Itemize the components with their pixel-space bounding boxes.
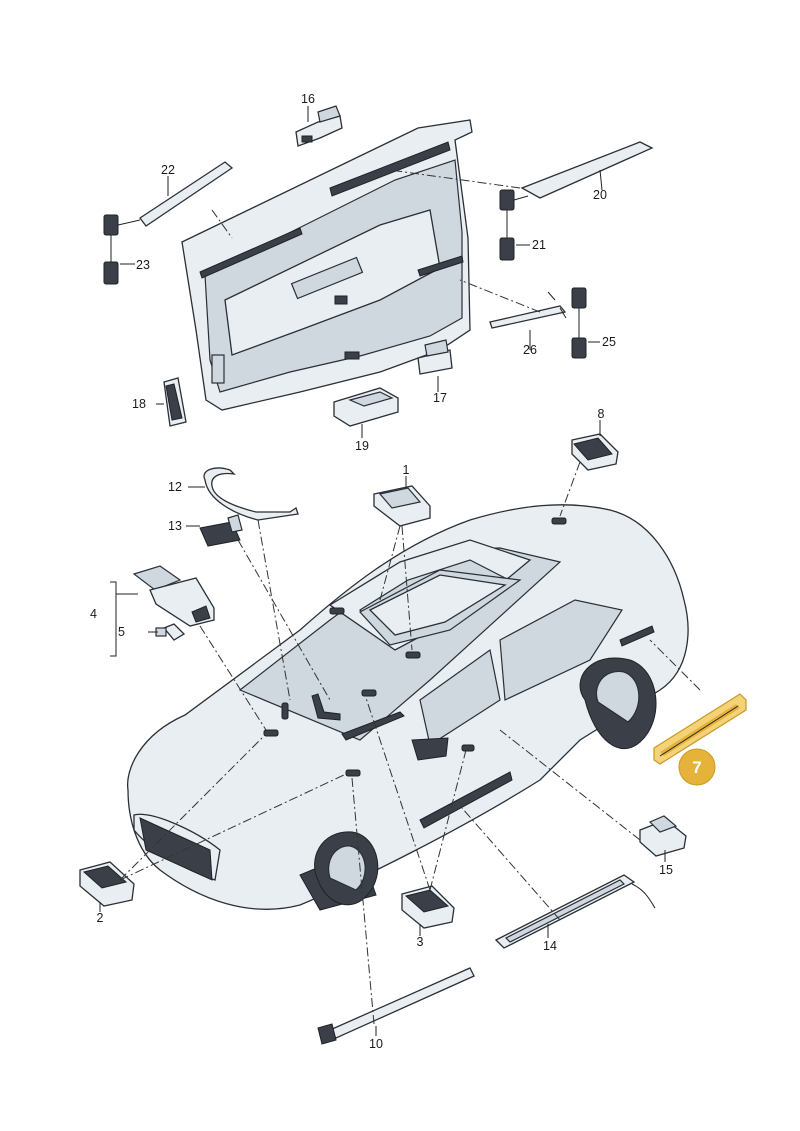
callout-21: 21 [532, 238, 546, 252]
callout-20: 20 [593, 188, 607, 202]
part-4-lamp-housing [132, 565, 215, 627]
callout-1: 1 [403, 463, 410, 477]
callout-16: 16 [301, 92, 315, 106]
part-15-light-module [639, 815, 687, 857]
callout-7: 7 [692, 758, 701, 777]
callout-12: 12 [168, 480, 182, 494]
callout-5: 5 [118, 625, 125, 639]
part-2-light-module [79, 861, 135, 907]
callout-2: 2 [97, 911, 104, 925]
part-22-light-strip [139, 161, 234, 227]
callout-17: 17 [433, 391, 447, 405]
callout-25: 25 [602, 335, 616, 349]
part-10-light-strip [317, 967, 475, 1045]
part-3-light-module [401, 885, 455, 929]
part-14-sill-strip [494, 874, 656, 949]
callout-14: 14 [543, 939, 557, 953]
part-7-door-sill-light-highlighted [653, 693, 747, 786]
callout-18: 18 [132, 397, 146, 411]
callout-7-badge [678, 748, 716, 786]
part-21-connector [499, 189, 529, 261]
callout-4: 4 [90, 607, 97, 621]
callout-22: 22 [161, 163, 175, 177]
callout-3: 3 [417, 935, 424, 949]
callout-leaders [99, 106, 666, 1036]
dashed-assembly-lines [119, 169, 701, 1025]
part-25-connector [571, 287, 587, 359]
part-13-connector [199, 514, 243, 547]
callout-10: 10 [369, 1037, 383, 1051]
part-17-switch [417, 339, 453, 375]
door-trim-panel [181, 119, 473, 411]
part-16-window-switch [295, 105, 343, 147]
car-body [126, 504, 689, 911]
part-20-light-strip [520, 141, 654, 199]
callout-8: 8 [598, 407, 605, 421]
callout-23: 23 [136, 258, 150, 272]
callout-13: 13 [168, 519, 182, 533]
part-8-light-module [571, 433, 619, 471]
callout-15: 15 [659, 863, 673, 877]
part-19-light-module [333, 387, 399, 427]
part-12-light-guide [203, 467, 299, 521]
callout-26: 26 [523, 343, 537, 357]
part-26-light-strip [489, 291, 567, 329]
part-1-interior-light [373, 485, 431, 527]
callout-19: 19 [355, 439, 369, 453]
part-18-entry-light [163, 377, 187, 427]
part-23-connector [103, 214, 141, 285]
part-5-bulb [155, 623, 186, 641]
